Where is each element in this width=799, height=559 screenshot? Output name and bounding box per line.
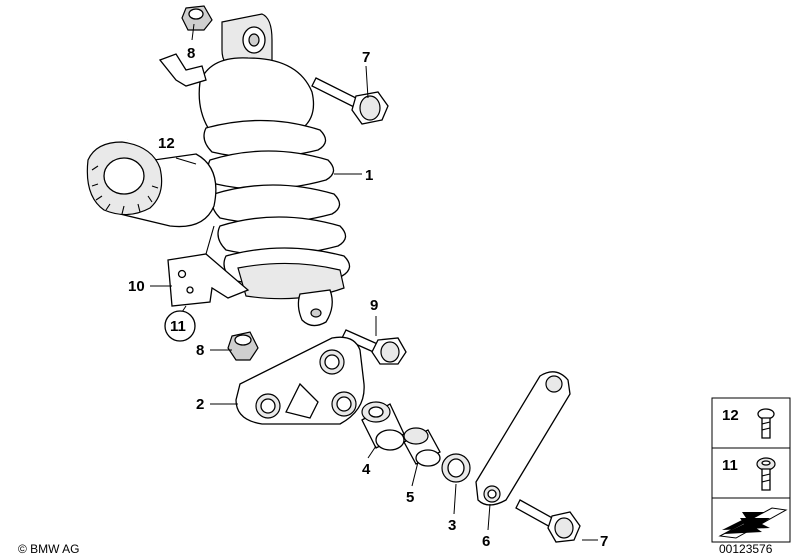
callout-10: 10: [128, 278, 145, 295]
link-plate-part[interactable]: [235, 336, 365, 425]
lever-part-6[interactable]: [475, 371, 571, 506]
shock-absorber-part[interactable]: [198, 13, 351, 327]
bolt-part-7-bottom[interactable]: [515, 499, 581, 543]
callout-11-circle: [164, 310, 196, 342]
callout-6: 6: [482, 533, 490, 550]
legend-label-12: 12: [722, 407, 739, 424]
bolt-part-9[interactable]: [341, 329, 407, 365]
bolt-part-7-top[interactable]: [311, 77, 389, 125]
callout-9: 9: [370, 297, 378, 314]
callout-5: 5: [406, 489, 414, 506]
callout-11: 11: [170, 318, 186, 335]
sleeve-part-5[interactable]: [403, 427, 441, 467]
preload-adjuster-part[interactable]: [86, 53, 217, 228]
callout-4: 4: [362, 461, 371, 478]
bushing-part-4[interactable]: [361, 401, 405, 451]
screw-icon: [757, 408, 775, 439]
leader-lines: [150, 23, 598, 541]
callout-1: 1: [365, 167, 373, 184]
bracket-part[interactable]: [167, 225, 250, 307]
callout-2: 2: [196, 396, 204, 413]
callout-12: 12: [158, 135, 175, 152]
legend-panel: 12 11: [711, 397, 791, 543]
callout-8-top: 8: [187, 45, 195, 62]
arrow-icon: [718, 507, 788, 539]
washer-part-3[interactable]: [441, 453, 471, 483]
callout-3: 3: [448, 517, 456, 534]
nut-part-8-mid[interactable]: [227, 331, 259, 361]
callout-7-bottom: 7: [600, 533, 608, 550]
diagram-number: 00123576: [719, 542, 773, 556]
callout-8-mid: 8: [196, 342, 204, 359]
legend-label-11: 11: [722, 457, 738, 474]
torx-screw-icon: [756, 457, 776, 491]
callout-7-top: 7: [362, 49, 370, 66]
copyright-text: © BMW AG: [18, 542, 80, 556]
nut-part-8-top[interactable]: [181, 5, 213, 31]
